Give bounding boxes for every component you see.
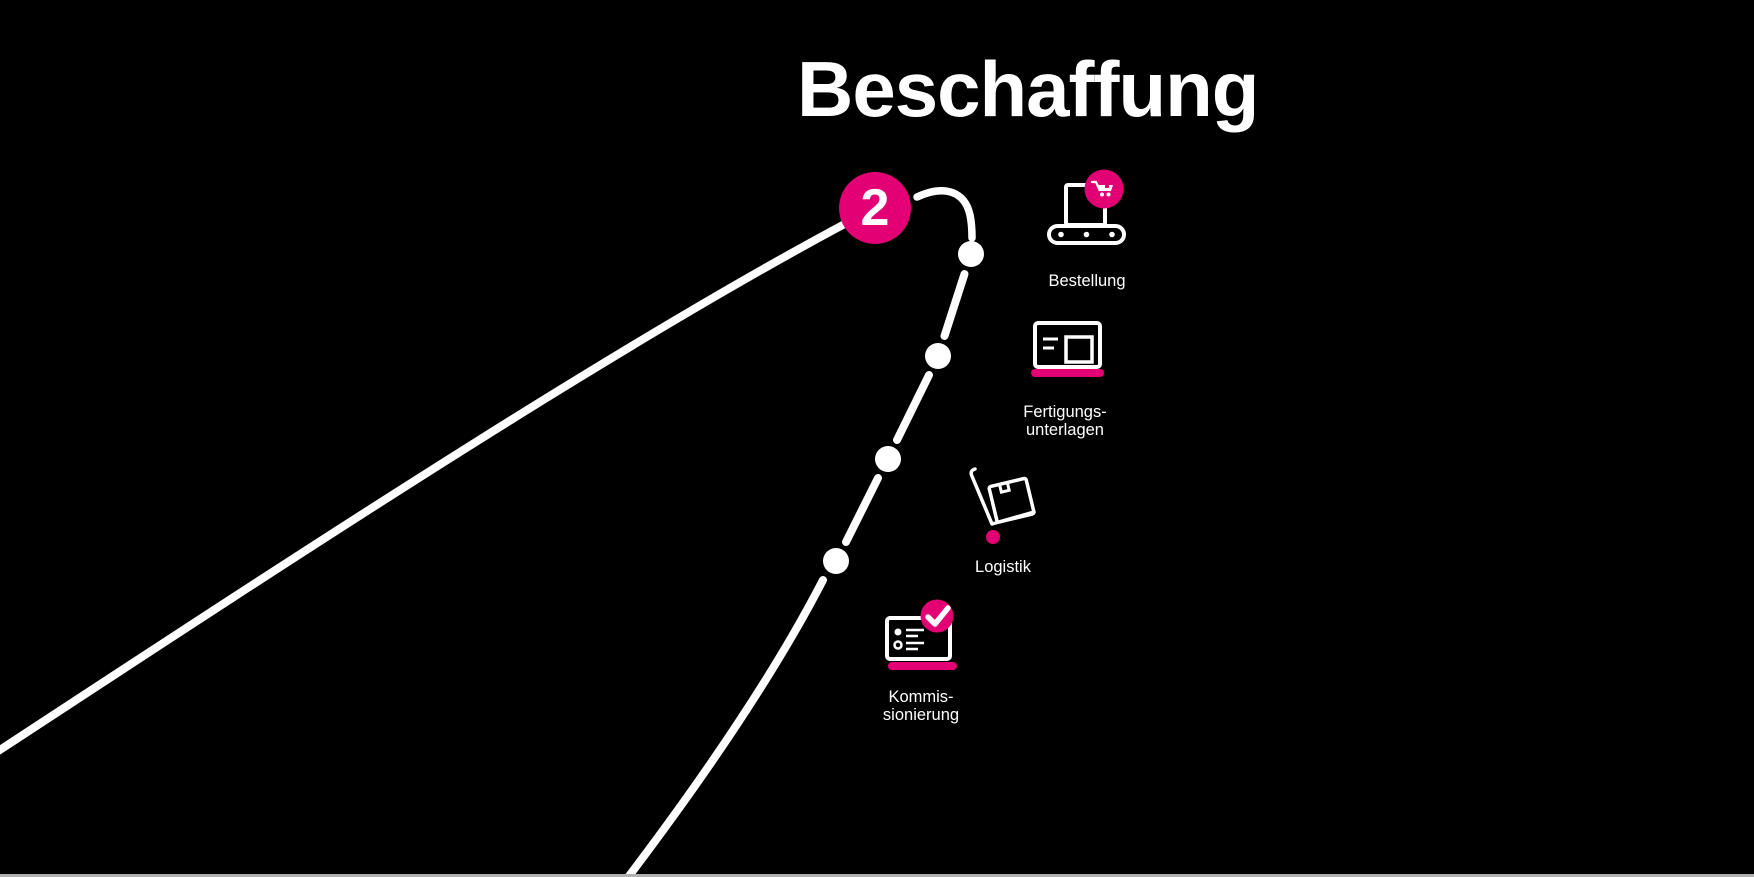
waypoint-dot-4: [823, 548, 849, 574]
base-pill: [1047, 224, 1126, 245]
wheel: [986, 530, 1000, 544]
laptop-base-bar: [888, 662, 957, 670]
checklist-bullet-filled: [894, 628, 902, 636]
milestone-label-fertigungsunterlagen: Fertigungs- unterlagen: [1023, 403, 1107, 439]
step-number-badge: 2: [839, 172, 911, 244]
box-flap: [998, 482, 1011, 494]
screen-outline: [885, 616, 952, 661]
checkmark-icon: [925, 605, 951, 627]
hand-truck-icon: [969, 467, 1036, 544]
shopping-cart-glyph: [1090, 180, 1113, 197]
page-title: Beschaffung: [797, 45, 1259, 133]
screen-outline: [1033, 321, 1102, 369]
hand-truck-frame: [969, 467, 1036, 526]
box: [987, 476, 1036, 524]
waypoint-dot-3: [875, 446, 901, 472]
journey-path-segment-2: [893, 371, 933, 444]
journey-path-segment-3: [842, 474, 882, 546]
document-frame: [1064, 335, 1094, 364]
laptop-checklist-icon: [885, 599, 957, 670]
laptop-document-icon: [1031, 321, 1104, 377]
laptop-shopping-cart-icon: [1047, 169, 1126, 245]
checklist-bullet-outline: [893, 640, 903, 650]
journey-path-left-branch: [0, 204, 879, 755]
base-dot: [1109, 231, 1115, 238]
base-dot: [1058, 231, 1064, 238]
waypoint-dot-2: [925, 343, 951, 369]
base-dot: [1083, 231, 1090, 238]
step-number: 2: [860, 179, 890, 237]
bottom-edge-bar: [0, 874, 1754, 877]
milestone-label-logistik: Logistik: [975, 558, 1031, 576]
journey-path-hairpin-arc: [913, 187, 976, 242]
milestone-label-kommissionierung: Kommis- sionierung: [882, 688, 960, 724]
journey-path-segment-1: [940, 270, 969, 340]
laptop-base-bar: [1031, 369, 1104, 377]
waypoint-dot-1: [958, 241, 984, 267]
milestone-label-bestellung: Bestellung: [1048, 272, 1126, 290]
journey-path-tail: [623, 576, 827, 877]
